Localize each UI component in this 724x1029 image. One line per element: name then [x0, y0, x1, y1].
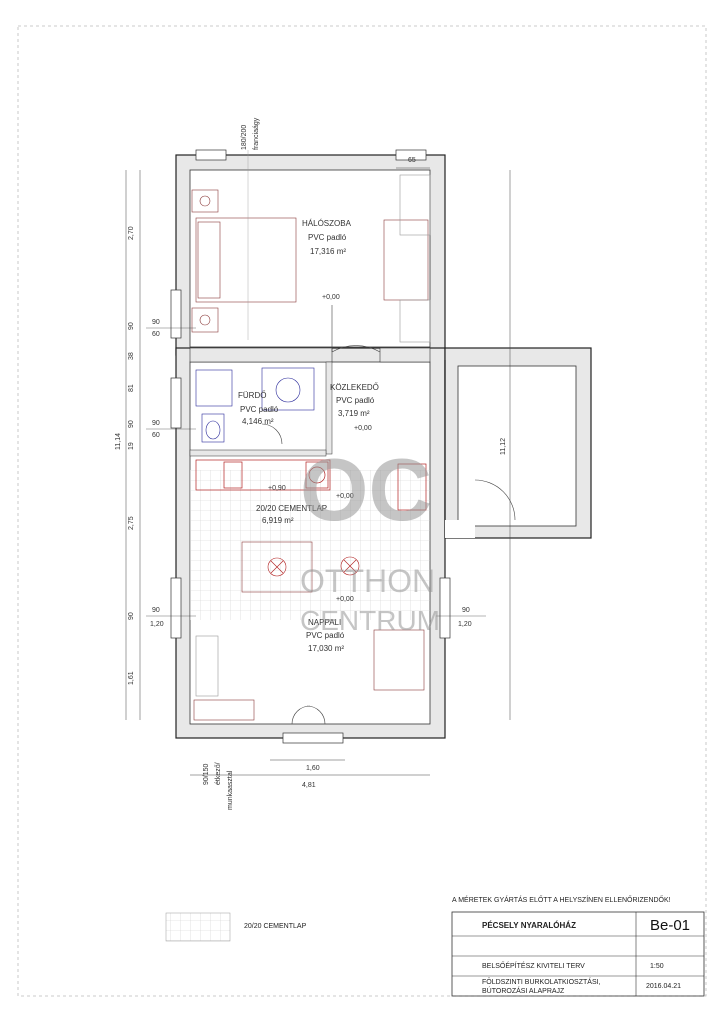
left-dimensions: 2,70 90 38 81 90 19 2,75 90 1,61 11,14 [115, 226, 135, 685]
svg-text:PVC padló: PVC padló [306, 631, 345, 640]
svg-text:PVC padló: PVC padló [240, 405, 279, 414]
watermark: OC OTTHON CENTRUM [300, 440, 440, 636]
svg-text:2,75: 2,75 [128, 516, 135, 530]
svg-text:PVC padló: PVC padló [336, 396, 375, 405]
svg-text:19: 19 [128, 442, 135, 450]
svg-text:180/200: 180/200 [241, 125, 248, 150]
room-bathroom-label: FÜRDŐ PVC padló 4,146 m² [238, 391, 279, 426]
svg-text:38: 38 [128, 352, 135, 360]
plan-type: BELSŐÉPÍTÉSZ KIVITELI TERV [482, 961, 585, 970]
svg-text:90: 90 [128, 612, 135, 620]
svg-text:OC: OC [300, 440, 432, 539]
svg-text:1,20: 1,20 [458, 621, 472, 628]
room-kitchen-label: +0,90 +0,00 20/20 CEMENTLAP 6,919 m² [256, 485, 354, 525]
svg-text:90/150: 90/150 [203, 763, 210, 785]
table-annotation: 90/150 étkező/ munkaasztal [203, 762, 234, 810]
sheet-code: Be-01 [650, 917, 690, 934]
dimension-lines [125, 167, 511, 776]
kitchen-tile-area [190, 470, 430, 620]
top-dim: 65 [408, 157, 416, 164]
svg-text:+0,00: +0,00 [354, 425, 372, 432]
svg-text:HÁLÓSZOBA: HÁLÓSZOBA [302, 219, 352, 228]
svg-text:NAPPALI: NAPPALI [308, 618, 341, 627]
bathroom-fixtures [195, 367, 315, 443]
svg-text:17,316 m²: 17,316 m² [310, 247, 346, 256]
svg-text:+0,00: +0,00 [322, 294, 340, 301]
svg-text:90: 90 [152, 319, 160, 326]
svg-text:étkező/: étkező/ [215, 762, 222, 785]
drawing-title-2: BÚTOROZÁSI ALAPRAJZ [482, 986, 565, 995]
svg-text:1,20: 1,20 [150, 621, 164, 628]
bedroom-furniture [191, 174, 431, 343]
svg-text:90: 90 [128, 420, 135, 428]
svg-text:60: 60 [152, 432, 160, 439]
svg-text:OTTHON: OTTHON [300, 563, 435, 599]
svg-text:PVC padló: PVC padló [308, 233, 347, 242]
sheet-border [17, 25, 707, 997]
drawing-title-1: FÖLDSZINTI BURKOLATKIOSZTÁSI, [482, 977, 601, 986]
doors [261, 305, 516, 725]
svg-text:90: 90 [128, 322, 135, 330]
svg-text:3,719 m²: 3,719 m² [338, 409, 370, 418]
svg-text:60: 60 [152, 331, 160, 338]
svg-text:KÖZLEKEDŐ: KÖZLEKEDŐ [330, 383, 379, 392]
svg-text:+0,00: +0,00 [336, 493, 354, 500]
date: 2016.04.21 [646, 983, 681, 990]
svg-text:franciaágy: franciaágy [253, 117, 260, 150]
room-bedroom-label: HÁLÓSZOBA PVC padló 17,316 m² +0,00 [302, 219, 352, 301]
svg-text:2,70: 2,70 [128, 226, 135, 240]
project-name: PÉCSELY NYARALÓHÁZ [482, 921, 576, 930]
title-block: A MÉRETEK GYÁRTÁS ELŐTT A HELYSZÍNEN ELL… [451, 895, 705, 997]
right-dim-total: 11,12 [500, 438, 507, 455]
windows [170, 149, 451, 744]
legend-label: 20/20 CEMENTLAP [244, 923, 307, 930]
svg-text:20/20 CEMENTLAP: 20/20 CEMENTLAP [256, 504, 327, 513]
kitchen-counter [195, 459, 427, 511]
scale: 1:50 [650, 963, 664, 970]
svg-text:11,14: 11,14 [115, 433, 122, 450]
room-living-label: +0,00 NAPPALI PVC padló 17,030 m² [306, 596, 354, 653]
svg-text:81: 81 [128, 384, 135, 392]
svg-text:FÜRDŐ: FÜRDŐ [238, 391, 266, 400]
svg-text:CENTRUM: CENTRUM [300, 605, 440, 636]
living-furniture [193, 541, 425, 721]
bed-annotation: 180/200 franciaágy [241, 117, 260, 340]
svg-text:90: 90 [152, 607, 160, 614]
bottom-dim-window: 1,60 [306, 765, 320, 772]
svg-text:1,61: 1,61 [128, 671, 135, 685]
svg-text:+0,90: +0,90 [268, 485, 286, 492]
svg-text:90: 90 [462, 607, 470, 614]
window-tags: 90 60 90 60 90 1,20 90 1,20 [146, 319, 486, 628]
legend-swatch [165, 912, 231, 942]
svg-text:17,030 m²: 17,030 m² [308, 644, 344, 653]
svg-text:90: 90 [152, 420, 160, 427]
svg-text:munkaasztal: munkaasztal [227, 770, 234, 810]
room-hallway-label: KÖZLEKEDŐ PVC padló 3,719 m² +0,00 [330, 383, 379, 432]
svg-text:6,919 m²: 6,919 m² [262, 516, 294, 525]
bottom-dim-total: 4,81 [302, 782, 316, 789]
legend: 20/20 CEMENTLAP [165, 912, 307, 942]
svg-text:4,146 m²: 4,146 m² [242, 417, 274, 426]
svg-text:+0,00: +0,00 [336, 596, 354, 603]
title-note: A MÉRETEK GYÁRTÁS ELŐTT A HELYSZÍNEN ELL… [452, 895, 671, 904]
